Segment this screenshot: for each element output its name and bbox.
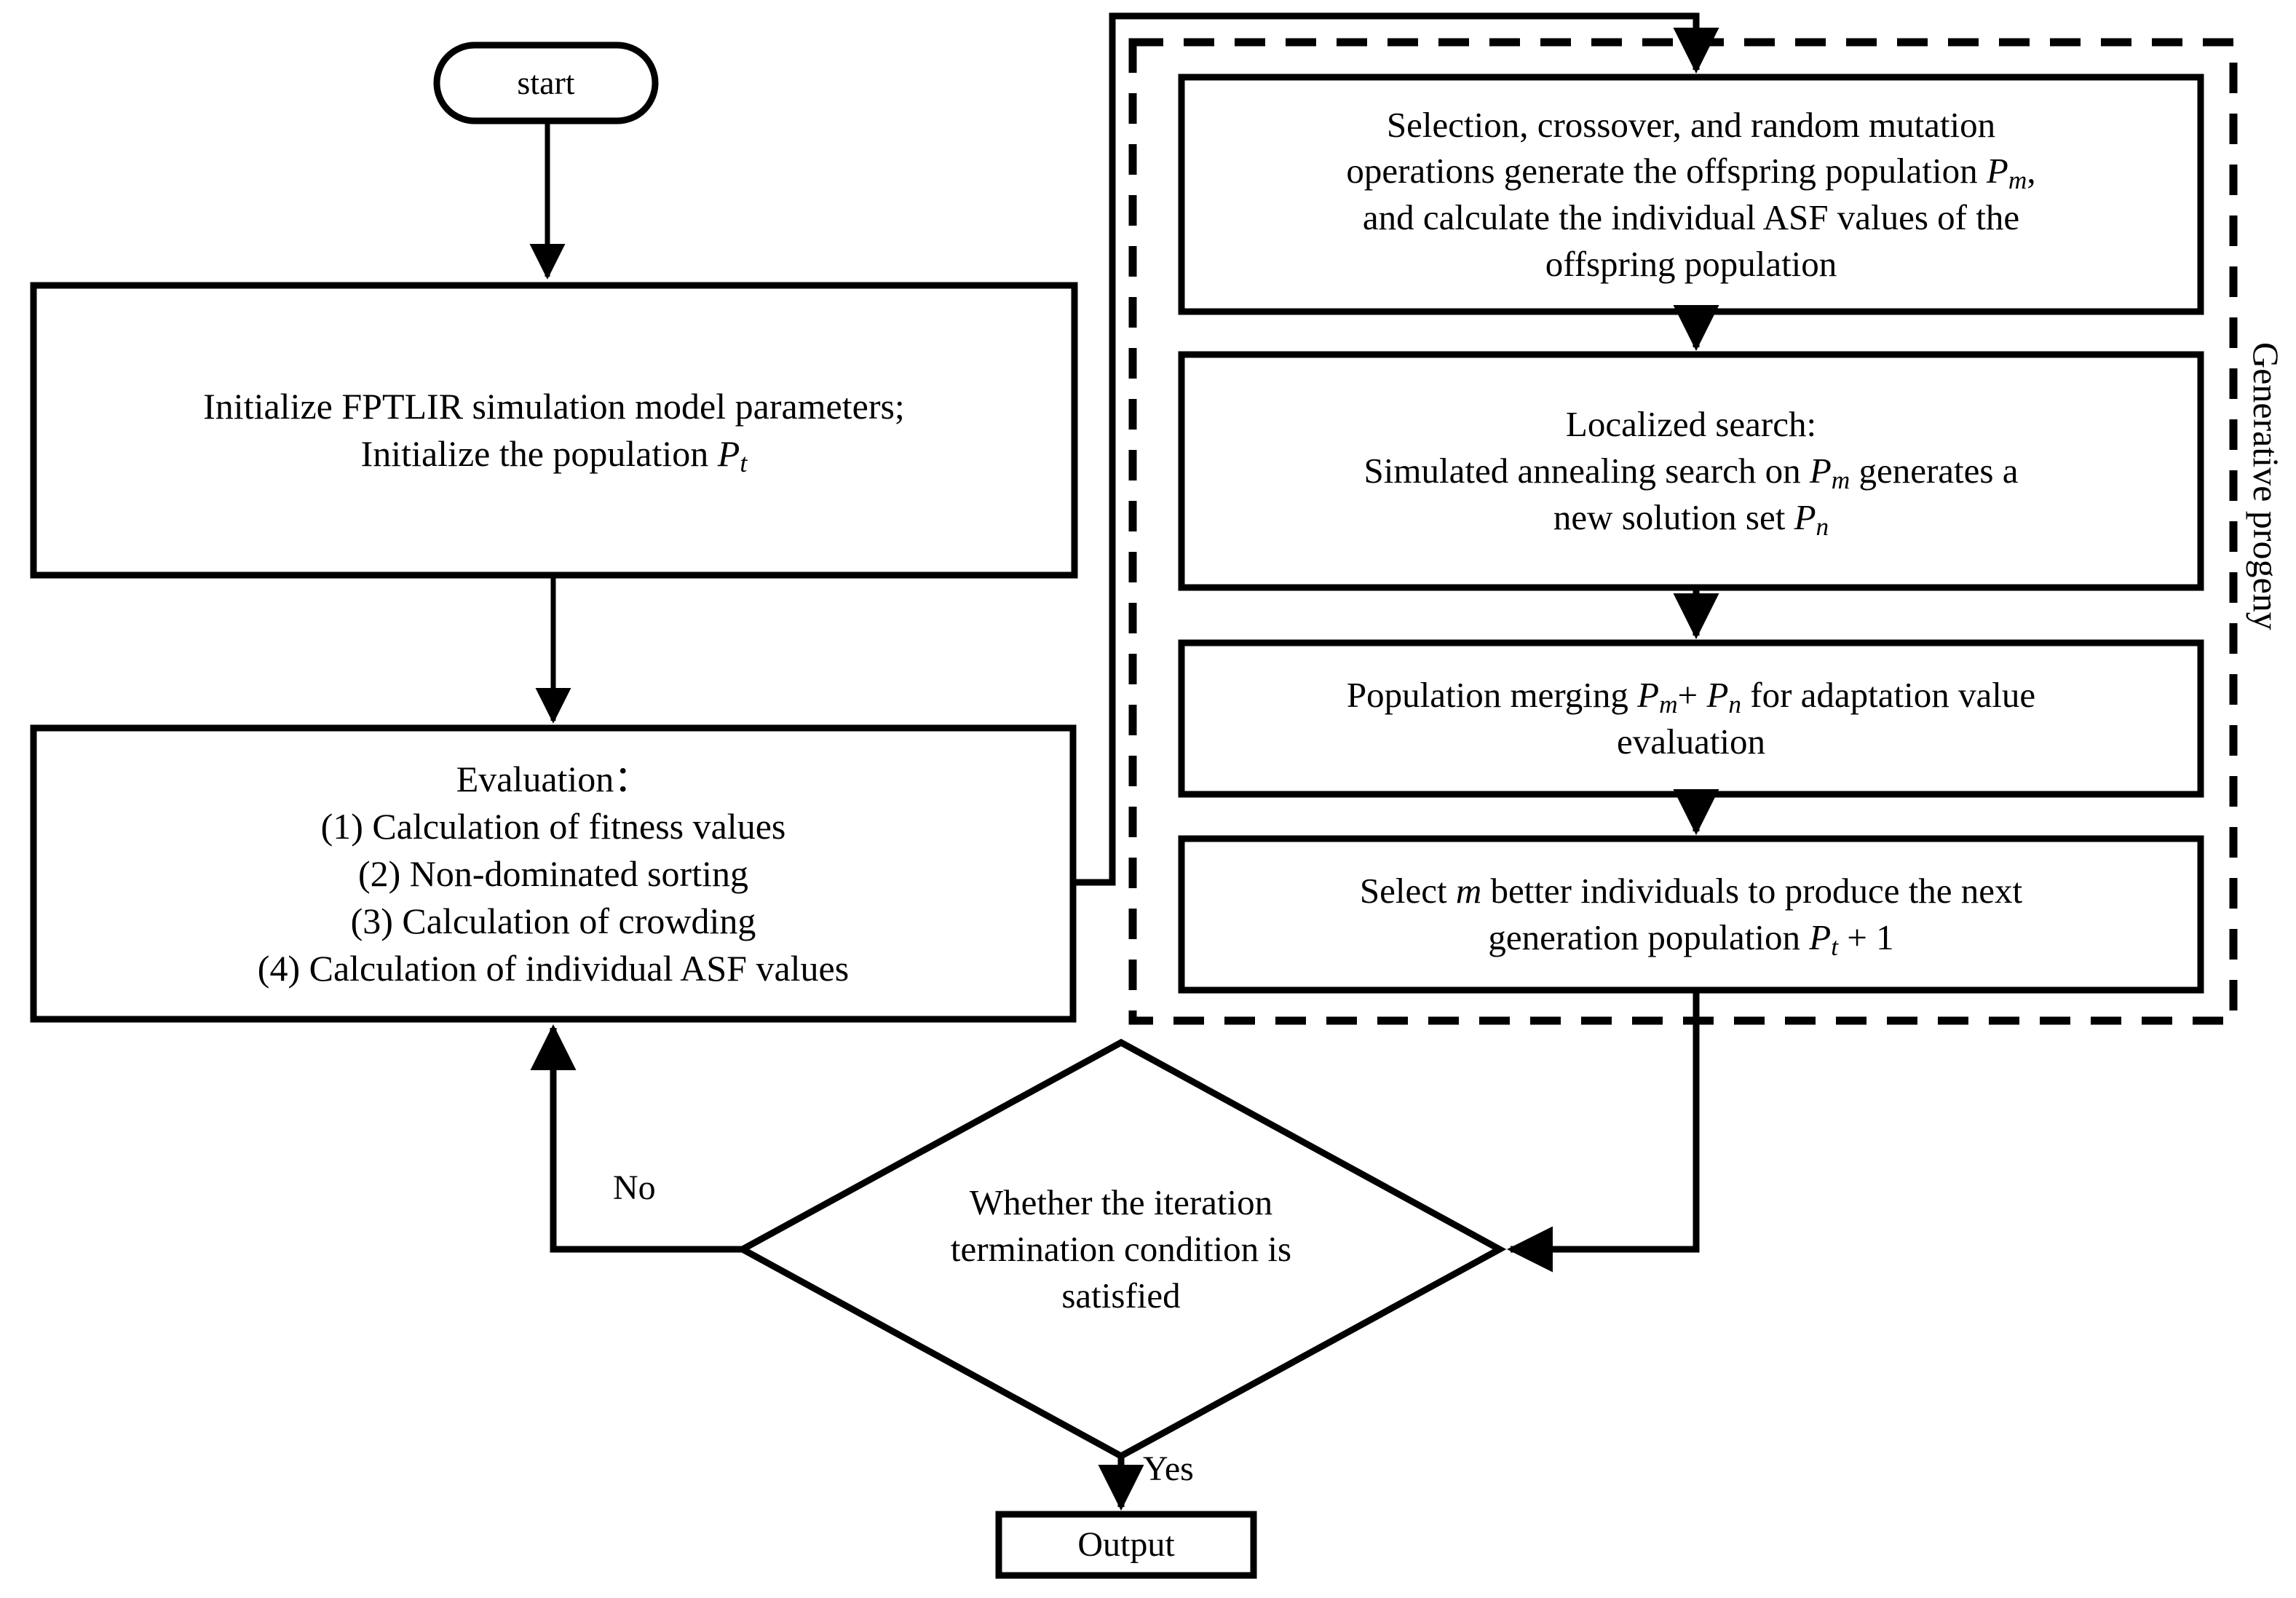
start-node-shape[interactable] [433, 41, 659, 124]
edge-label-no: No [613, 1168, 656, 1207]
merge-node-shape[interactable] [1178, 639, 2204, 798]
generative-progeny-group-border [1128, 38, 2238, 1025]
decision-node-shape[interactable] [735, 1038, 1507, 1460]
edge-select-next-to-decision [1506, 990, 1700, 1273]
edge-evaluation-to-genetic-ops [1073, 12, 1719, 886]
initialize-node-shape[interactable] [30, 282, 1078, 579]
edge-label-yes: Yes [1143, 1449, 1194, 1488]
genetic-ops-node-shape[interactable] [1178, 74, 2204, 315]
local-search-node-shape[interactable] [1178, 351, 2204, 591]
output-node-shape[interactable] [995, 1511, 1257, 1579]
generative-progeny-group-label: Generative progeny [2246, 342, 2287, 630]
edge-decision-no-to-evaluation [530, 1024, 743, 1253]
select-next-node-shape[interactable] [1178, 835, 2204, 994]
evaluation-node-shape[interactable] [30, 724, 1077, 1023]
